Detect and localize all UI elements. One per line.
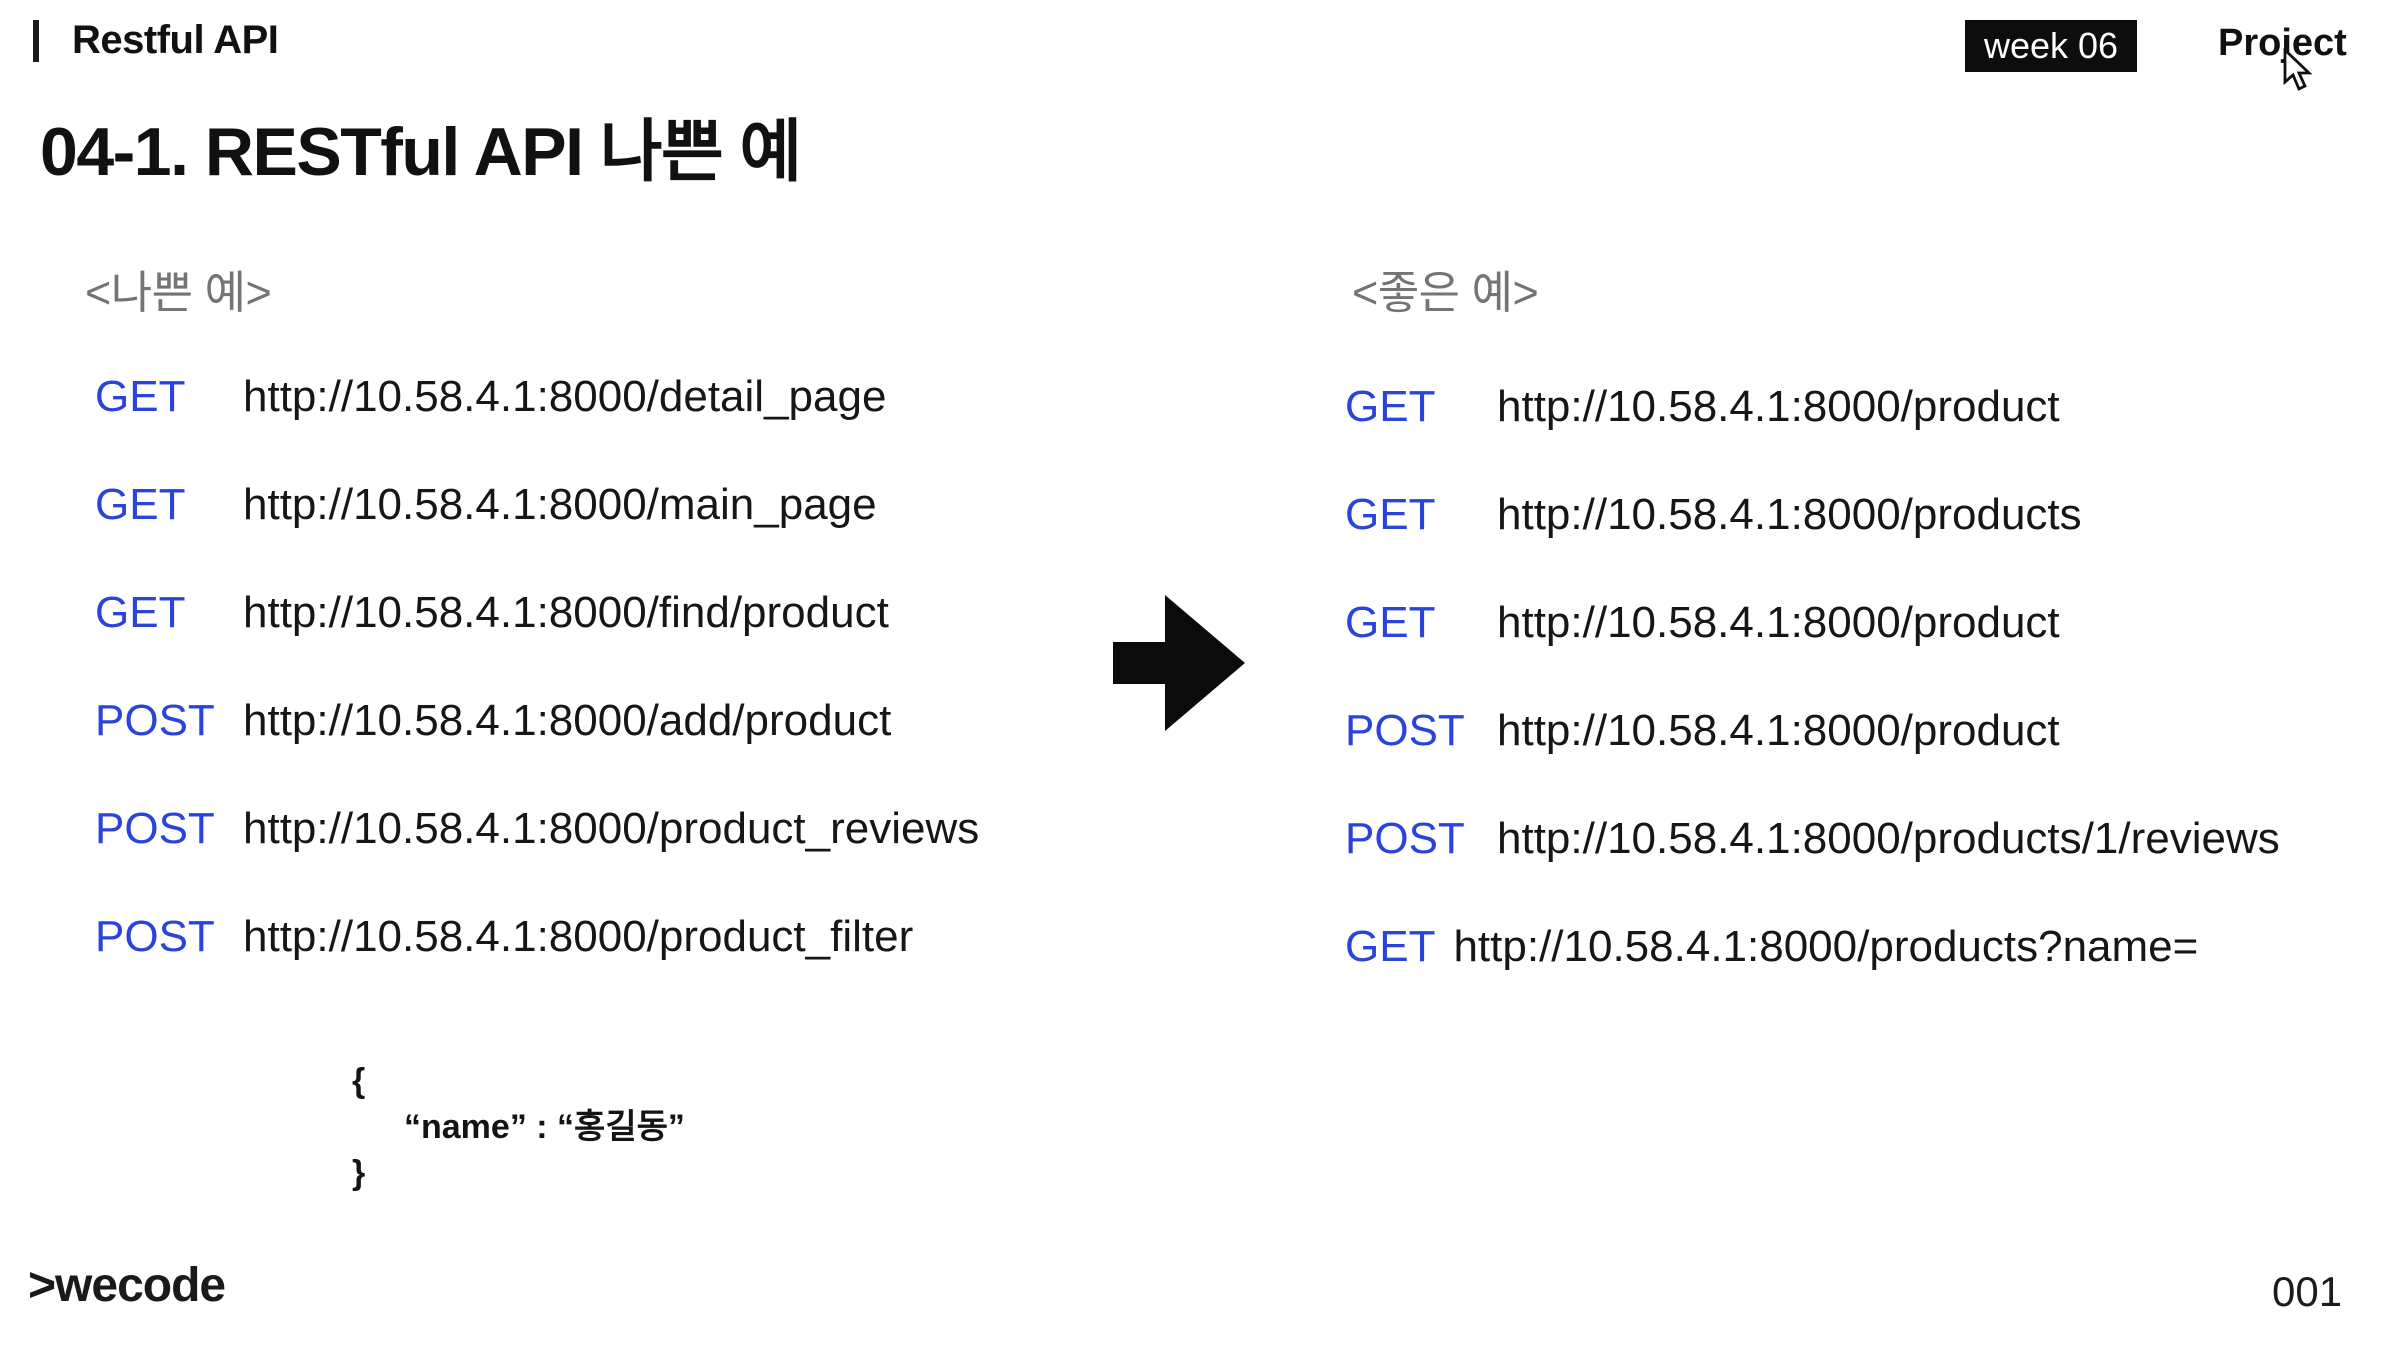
- wecode-logo: >wecode: [28, 1259, 226, 1312]
- api-row: POST http://10.58.4.1:8000/products/1/re…: [1345, 814, 2280, 866]
- api-row: POST http://10.58.4.1:8000/product_revie…: [95, 804, 979, 856]
- api-row: GET http://10.58.4.1:8000/products: [1345, 490, 2280, 542]
- week-badge-label: week 06: [1983, 25, 2119, 66]
- mouse-cursor-icon: [2283, 46, 2317, 99]
- api-row: GET http://10.58.4.1:8000/detail_page: [95, 372, 979, 424]
- http-method: GET: [95, 588, 186, 637]
- http-method: GET: [95, 480, 186, 529]
- api-url: http://10.58.4.1:8000/find/product: [243, 588, 889, 637]
- http-method: POST: [1345, 814, 1465, 863]
- http-method: POST: [95, 804, 215, 853]
- http-method: GET: [1345, 922, 1436, 971]
- api-row: POST http://10.58.4.1:8000/product_filte…: [95, 912, 979, 964]
- page-number: 001: [2272, 1268, 2343, 1315]
- http-method: GET: [1345, 490, 1436, 539]
- json-snippet: { “name” : “홍길동” }: [352, 1058, 685, 1196]
- right-arrow-icon: [1113, 595, 1245, 736]
- api-url: http://10.58.4.1:8000/product_reviews: [243, 804, 980, 853]
- api-url: http://10.58.4.1:8000/product: [1497, 598, 2060, 647]
- http-method: GET: [1345, 598, 1436, 647]
- http-method: POST: [1345, 706, 1465, 755]
- api-url: http://10.58.4.1:8000/products: [1497, 490, 2082, 539]
- bad-examples-list: GET http://10.58.4.1:8000/detail_page GE…: [95, 372, 979, 1020]
- good-examples-heading: <좋은 예>: [1352, 267, 1539, 318]
- api-row: GET http://10.58.4.1:8000/main_page: [95, 480, 979, 532]
- page-title: 04-1. RESTful API 나쁜 예: [40, 114, 802, 190]
- api-row: POST http://10.58.4.1:8000/product: [1345, 706, 2280, 758]
- api-row: GET http://10.58.4.1:8000/find/product: [95, 588, 979, 640]
- api-url: http://10.58.4.1:8000/products?name=: [1453, 922, 2199, 971]
- api-url: http://10.58.4.1:8000/product: [1497, 382, 2060, 431]
- api-url: http://10.58.4.1:8000/products/1/reviews: [1497, 814, 2280, 863]
- api-row: GET http://10.58.4.1:8000/product: [1345, 598, 2280, 650]
- http-method: POST: [95, 696, 215, 745]
- week-badge: week 06: [1965, 20, 2137, 72]
- http-method: POST: [95, 912, 215, 961]
- api-row: GET http://10.58.4.1:8000/product: [1345, 382, 2280, 434]
- http-method: GET: [1345, 382, 1436, 431]
- api-url: http://10.58.4.1:8000/add/product: [243, 696, 892, 745]
- good-examples-list: GET http://10.58.4.1:8000/product GET ht…: [1345, 382, 2280, 1030]
- api-url: http://10.58.4.1:8000/main_page: [243, 480, 877, 529]
- http-method: GET: [95, 372, 186, 421]
- api-row: GET http://10.58.4.1:8000/products?name=: [1345, 922, 2280, 974]
- project-link[interactable]: Project: [2218, 22, 2347, 64]
- json-close-brace: }: [352, 1154, 366, 1192]
- api-url: http://10.58.4.1:8000/product_filter: [243, 912, 914, 961]
- json-body: “name” : “홍길동”: [404, 1108, 685, 1146]
- json-open-brace: {: [352, 1062, 366, 1100]
- bad-examples-heading: <나쁜 예>: [85, 267, 272, 318]
- header-accent-bar: [33, 20, 39, 62]
- header-title: Restful API: [72, 18, 279, 62]
- api-row: POST http://10.58.4.1:8000/add/product: [95, 696, 979, 748]
- api-url: http://10.58.4.1:8000/product: [1497, 706, 2060, 755]
- api-url: http://10.58.4.1:8000/detail_page: [243, 372, 887, 421]
